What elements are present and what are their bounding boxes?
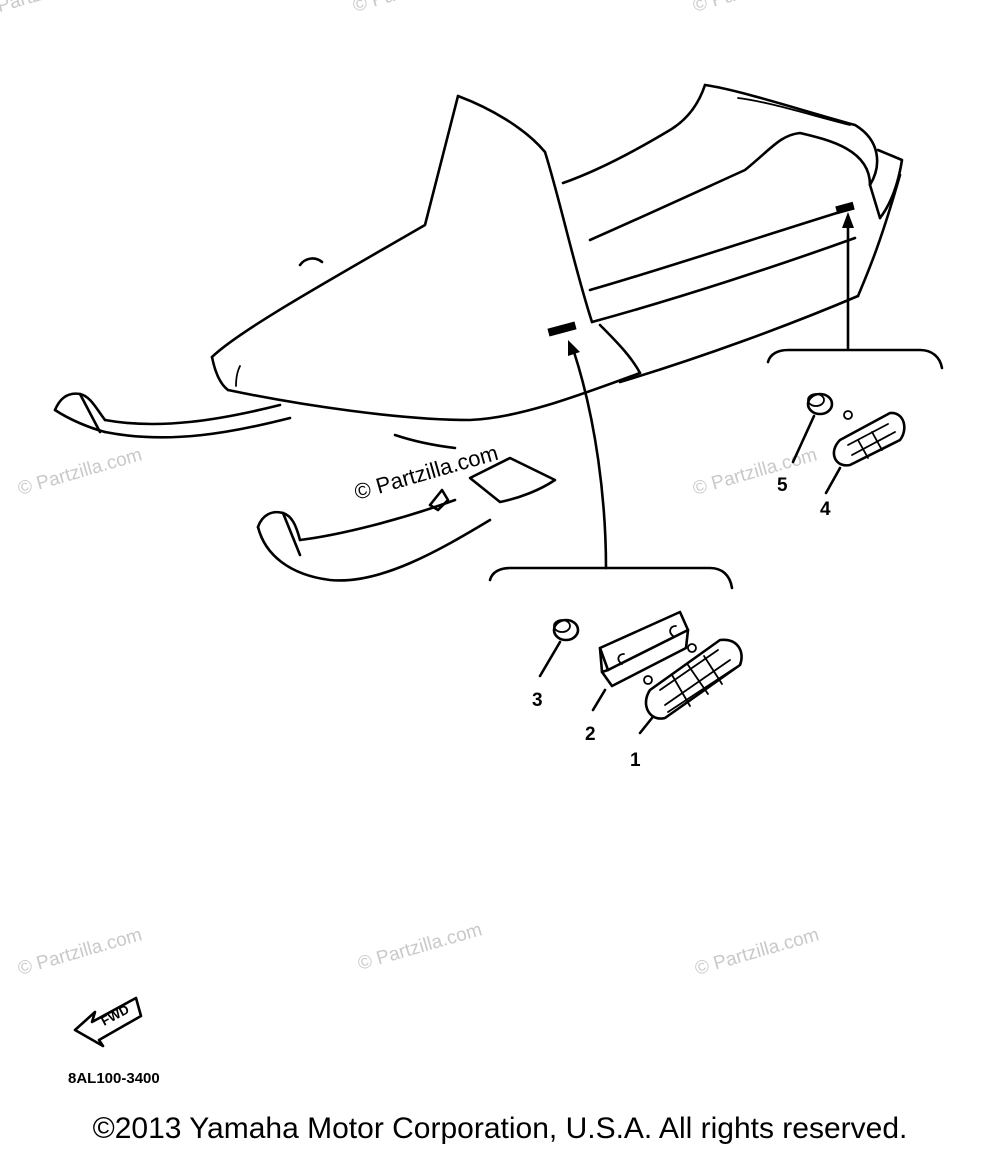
part-5-grommet	[791, 392, 834, 464]
reflector-mount-right	[835, 201, 855, 215]
fwd-arrow-icon: FWD	[73, 996, 143, 1048]
watermark-top-right: © Partzilla.com	[691, 0, 820, 17]
part-3-grommet	[538, 618, 580, 678]
callout-3: 3	[532, 690, 543, 711]
callout-5: 5	[777, 475, 788, 496]
snowmobile-illustration	[53, 83, 904, 582]
leader-arrows	[568, 212, 854, 570]
watermark-mid-left: © Partzilla.com	[16, 444, 145, 499]
callout-labels: 1 2 3 4 5	[532, 475, 831, 771]
watermark-mid-right: © Partzilla.com	[691, 444, 820, 499]
callout-2: 2	[585, 724, 596, 745]
watermark-bottom-left: © Partzilla.com	[16, 924, 145, 979]
reflector-mount-left	[547, 321, 577, 337]
watermark-layer: © Partzilla.com © Partzilla.com © Partzi…	[0, 0, 821, 980]
watermark-top-center: © Partzilla.com	[351, 0, 480, 17]
watermark-bottom-center: © Partzilla.com	[356, 919, 485, 974]
drawing-code: 8AL100-3400	[68, 1070, 160, 1087]
copyright-notice: ©2013 Yamaha Motor Corporation, U.S.A. A…	[92, 1112, 908, 1145]
watermark-bottom-right: © Partzilla.com	[693, 924, 822, 979]
watermark-top-left: © Partzilla.com	[0, 0, 105, 22]
callout-4: 4	[820, 499, 831, 520]
callout-1: 1	[630, 750, 641, 771]
part-4-reflector	[824, 410, 906, 495]
part-2-gasket	[591, 610, 690, 712]
part-1-reflector	[638, 638, 743, 735]
part-group-brackets	[488, 348, 944, 590]
